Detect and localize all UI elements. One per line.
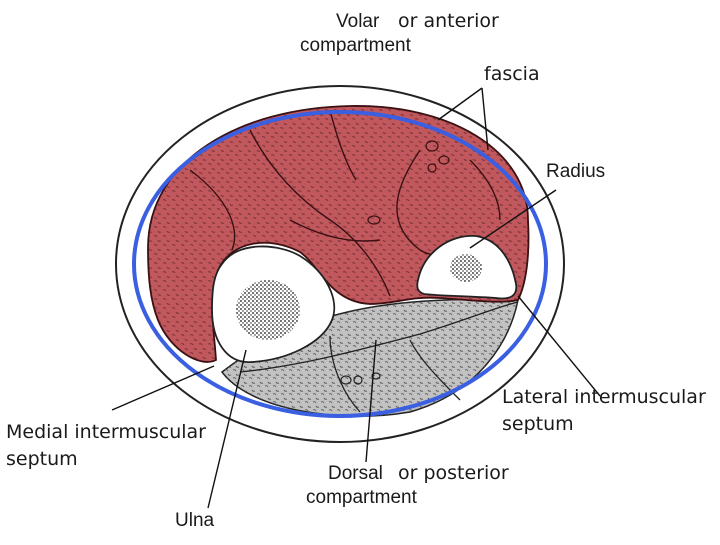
medial-septum-leader — [111, 365, 215, 411]
label-medial-line2: septum — [6, 448, 78, 470]
label-lateral-line2: septum — [502, 413, 574, 435]
label-dorsal: Dorsal — [328, 463, 383, 484]
fascia-line — [132, 110, 548, 418]
ulna-marrow — [236, 280, 300, 340]
label-radius: Radius — [546, 161, 606, 182]
label-or-anterior: or anterior — [398, 10, 499, 32]
vessel-circles — [367, 140, 450, 225]
ulna-leader — [207, 349, 247, 509]
label-dorsal-compartment: compartment — [306, 487, 417, 508]
radius-marrow — [450, 254, 482, 282]
fascia-leader-1 — [437, 87, 483, 121]
label-lateral-line1: Lateral intermuscular — [502, 386, 706, 408]
leader-lines — [111, 87, 601, 509]
volar-muscle-divisions — [189, 109, 501, 297]
dorsal-leader — [365, 339, 377, 463]
label-or-posterior: or posterior — [398, 462, 509, 484]
fascia-leader-2 — [481, 87, 489, 151]
label-volar-compartment: compartment — [300, 35, 411, 56]
radius-leader — [469, 189, 557, 249]
volar-texture — [148, 105, 529, 362]
label-medial-line1: Medial intermuscular — [6, 421, 206, 443]
label-fascia: fascia — [484, 63, 540, 85]
lateral-septum-leader — [517, 295, 601, 397]
dorsal-vessels — [340, 372, 381, 385]
label-volar: Volar — [336, 11, 380, 32]
label-ulna: Ulna — [175, 510, 215, 531]
dorsal-muscle-divisions — [239, 301, 519, 413]
